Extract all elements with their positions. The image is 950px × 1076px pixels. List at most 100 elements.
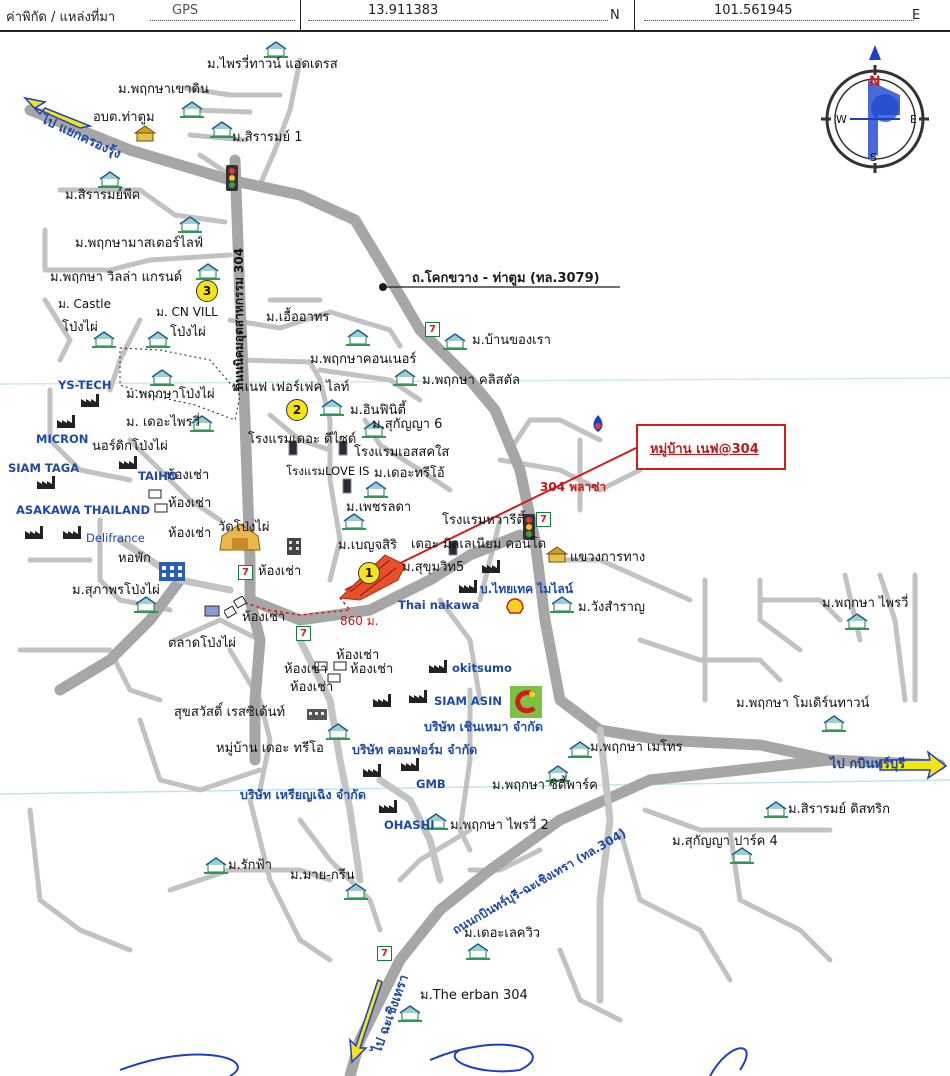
place-room3: ห้องเช่า xyxy=(168,526,212,541)
east-cell: 101.561945 E xyxy=(634,0,948,30)
house-icon xyxy=(326,722,350,740)
place-suksawat: สุขสวัสดิ์ เรสซิเด้นท์ xyxy=(174,705,286,720)
place-hotel-love: โรงแรมLOVE IS xyxy=(286,464,370,478)
road-map xyxy=(0,45,950,1076)
place-cn-vill: ม. CN VILL xyxy=(156,305,218,319)
room-icon xyxy=(222,595,248,624)
place-hotel-kwarat: โรงแรมหวารีตี้ xyxy=(442,513,525,528)
house-icon xyxy=(424,812,448,830)
east-unit: E xyxy=(912,8,921,23)
place-pruksa-connor: ม.พฤกษาคอนเนอร์ xyxy=(310,352,417,367)
factory-icon xyxy=(458,578,478,594)
house-icon xyxy=(210,120,234,138)
house-icon xyxy=(466,942,490,960)
marker-3[interactable]: 3 xyxy=(196,280,218,302)
dotted-line xyxy=(644,20,914,21)
factory-icon xyxy=(80,392,100,408)
marker-1[interactable]: 1 xyxy=(358,562,380,584)
house-icon xyxy=(362,420,386,438)
place-room8: ห้องเช่า xyxy=(350,662,394,677)
pen-marks xyxy=(119,1043,748,1076)
place-pruksa-khaodin: ม.พฤกษาเขาดิน xyxy=(118,82,209,97)
place-highway-dept: แขวงการทาง xyxy=(570,550,646,565)
marker-2[interactable]: 2 xyxy=(286,399,308,421)
place-thai-nakawa: Thai nakawa xyxy=(398,598,480,612)
factory-icon xyxy=(428,658,448,674)
company-gmb: GMB xyxy=(416,777,446,791)
place-pruksa-pongphai: ม.พฤกษาโป่งไผ่ xyxy=(126,387,215,402)
place-pruksa-prai: ม.พฤกษา ไพรวี่ xyxy=(822,596,909,611)
place-maigreen: ม.มาย-กรีน xyxy=(290,868,355,883)
compass-n: N xyxy=(869,74,881,90)
house-icon xyxy=(443,332,467,350)
place-thaitech: บ.ไทยเทค ไมไลน์ xyxy=(480,582,573,596)
store-logo-icon xyxy=(510,686,542,722)
condo-icon xyxy=(448,540,458,560)
place-sukanya6: ม.สุกัญญา 6 xyxy=(372,417,443,432)
factory-icon xyxy=(378,798,398,814)
place-siram-distric: ม.สิรารมย์ ดิสทริก xyxy=(788,802,891,817)
compass-w: W xyxy=(836,113,847,126)
traffic-light-east xyxy=(523,514,535,540)
factory-icon xyxy=(408,688,428,704)
seven-eleven-icon: 7 xyxy=(377,946,392,961)
house-icon xyxy=(92,330,116,348)
house-icon xyxy=(204,856,228,874)
house-icon xyxy=(346,328,370,346)
place-siram-peak: ม.สิรารมย์พีค xyxy=(65,188,141,203)
room-icon xyxy=(148,484,162,503)
house-icon xyxy=(180,100,204,118)
compass-s: S xyxy=(870,151,877,164)
north-value: 13.911383 xyxy=(368,3,439,18)
place-pruksa-city: ม.พฤกษา ซิตี้พาร์ค xyxy=(492,778,598,793)
place-pruksa-modern: ม.พฤกษา โมเดิร์นทาวน์ xyxy=(736,696,870,711)
north-cell: 13.911383 N xyxy=(300,0,635,30)
company-siam-asin: SIAM ASIN xyxy=(434,694,502,708)
coord-source: GPS xyxy=(172,3,199,18)
factory-icon xyxy=(400,756,420,772)
house-icon xyxy=(550,595,574,613)
dotted-area xyxy=(119,347,241,421)
house-icon xyxy=(134,595,158,613)
place-obt-thatum: อบต.ท่าตูม xyxy=(93,110,155,125)
place-room4: ห้องเช่า xyxy=(258,564,302,579)
house-icon xyxy=(822,714,846,732)
place-wat: วัดโป่งไผ่ xyxy=(218,520,270,535)
company-thailand: THAILAND xyxy=(84,503,151,517)
company-taiho: TAIHO xyxy=(138,469,178,483)
government-office-icon xyxy=(133,125,157,147)
dotted-line xyxy=(150,20,295,21)
distance-label: 860 ม. xyxy=(340,614,379,628)
compass-e: E xyxy=(910,113,917,126)
company-okitsumo: okitsumo xyxy=(452,661,512,675)
place-benchasiri: ม.เบญจสิริ xyxy=(338,538,398,553)
coordinate-header: ค่าพิกัด / แหล่งที่มา GPS 13.911383 N 10… xyxy=(0,0,950,32)
company-chinhema: บริษัท เชินเหมา จำกัด xyxy=(424,719,543,734)
seven-eleven-icon: 7 xyxy=(425,322,440,337)
factory-icon xyxy=(56,413,76,429)
place-the-lake: ม.เดอะเลควิว xyxy=(464,926,541,941)
company-siam-taga: SIAM TAGA xyxy=(8,461,80,475)
east-value: 101.561945 xyxy=(714,3,793,18)
place-market: ตลาดโป่งไผ่ xyxy=(168,636,236,651)
compass-rose xyxy=(821,45,929,173)
place-room1: ห้องเช่า xyxy=(166,468,210,483)
place-siram1: ม.สิรารมย์ 1 xyxy=(232,130,303,145)
company-ohashi: OHASHI xyxy=(384,818,435,832)
minor-roads xyxy=(17,57,918,1023)
factory-icon xyxy=(372,692,392,708)
place-dorm: หอพัก xyxy=(118,551,151,566)
place-ua-arthon: ม.เอื้ออาทร xyxy=(266,310,330,325)
residence-icon xyxy=(306,706,328,725)
factory-icon xyxy=(36,474,56,490)
place-hotel-deside: โรงแรมเดอะ ดีไซด์ xyxy=(248,432,357,447)
house-icon xyxy=(190,414,214,432)
dotted-line xyxy=(308,20,608,21)
project-callout-label: หมู่บ้าน เนฟ@304 xyxy=(650,442,759,457)
place-the-erban: ม.The erban 304 xyxy=(420,988,528,1003)
place-castle: ม. Castle xyxy=(58,297,111,311)
place-sukhumwit5: ม.สุขุมวิท5 xyxy=(402,560,465,575)
building-icon xyxy=(286,536,302,560)
place-ban-khong-rao: ม.บ้านของเรา xyxy=(472,333,551,348)
traffic-light-north xyxy=(226,165,238,191)
